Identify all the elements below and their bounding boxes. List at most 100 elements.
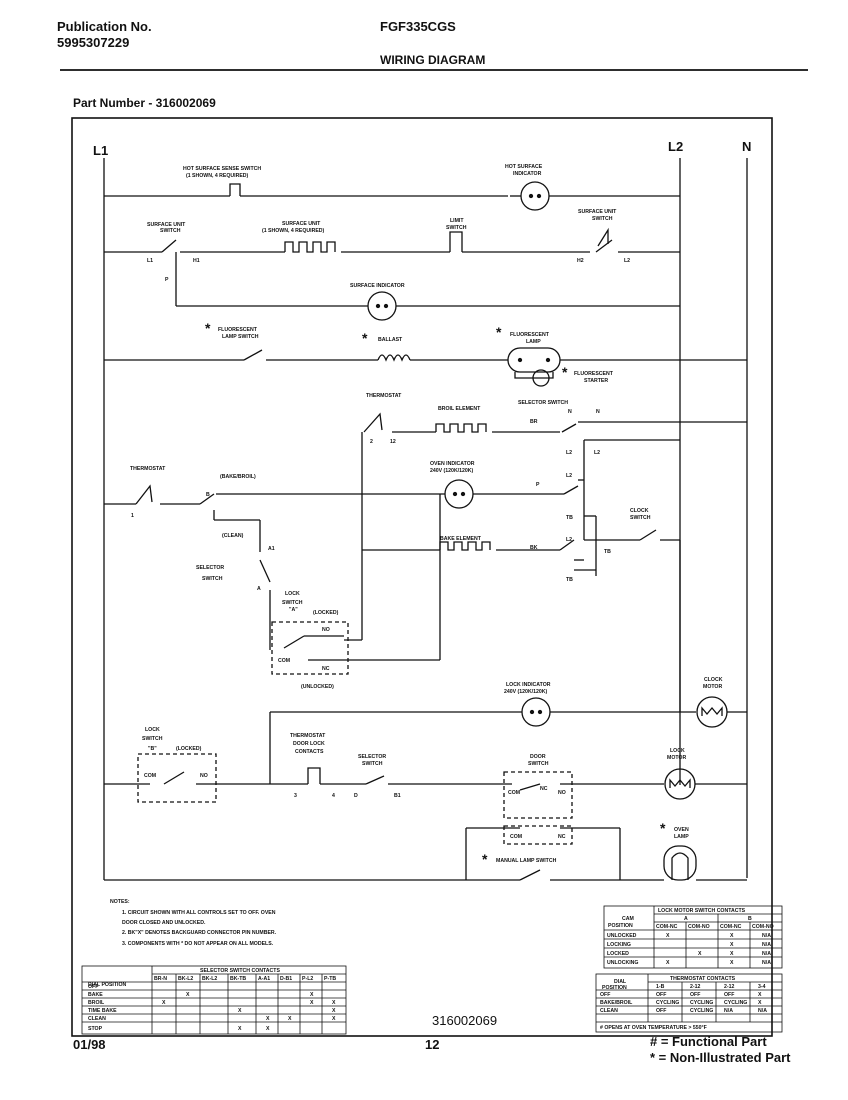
thermo-table-col-header: 3-4 xyxy=(758,984,766,990)
terminal-com-a: COM xyxy=(278,658,290,664)
lamp-dot xyxy=(452,491,458,497)
model-number: FGF335CGS xyxy=(380,19,456,34)
lock-switch-a-blade xyxy=(283,635,305,649)
selector-table xyxy=(81,965,347,1035)
selector-contact xyxy=(561,423,577,433)
oven-lamp-label: OVEN xyxy=(674,827,689,833)
fluorescent-starter-sublabel: STARTER xyxy=(584,378,608,384)
lamp-dot xyxy=(545,357,551,363)
clock-switch-label: CLOCK xyxy=(630,508,649,514)
diagram-frame xyxy=(71,117,773,1037)
lamp-dot xyxy=(383,303,389,309)
thermo-table-footnote: # OPENS AT OVEN TEMPERATURE > 550°F xyxy=(600,1025,707,1031)
star-marker: * xyxy=(496,324,502,340)
surface-unit-label: SURFACE UNIT xyxy=(282,221,321,227)
lamp-dot xyxy=(536,193,542,199)
ballast-label: BALLAST xyxy=(378,337,403,343)
star-marker: * xyxy=(482,851,488,867)
lock-table-row-label: UNLOCKED xyxy=(607,933,637,939)
clock-motor-label: CLOCK xyxy=(704,677,723,683)
lock-table-cell: X xyxy=(730,960,734,966)
thermo-table-row-label: BAKE/BROIL xyxy=(600,1000,633,1006)
terminal-d: D xyxy=(354,793,358,799)
thermo-door-sublabel2: CONTACTS xyxy=(295,749,324,755)
thermostat-top-symbol xyxy=(363,412,383,433)
manual-lamp-switch-blade xyxy=(519,869,541,881)
unlocked-a-label: (UNLOCKED) xyxy=(301,684,334,690)
lock-table-cell: X xyxy=(666,960,670,966)
l2-tag: L2 xyxy=(624,258,630,264)
lock-table-row-label: LOCKED xyxy=(607,951,629,957)
selector-contact xyxy=(559,539,575,551)
terminal-no-d: NO xyxy=(558,790,566,796)
selector-table-cell: X xyxy=(310,1000,314,1006)
lock-switch-a-sublabel2: "A" xyxy=(289,607,298,613)
star-marker: * xyxy=(362,330,368,346)
terminal-a: A xyxy=(257,586,261,592)
selector-table-row-label: TIME BAKE xyxy=(88,1008,117,1014)
lock-table-cell: N/A xyxy=(762,933,771,939)
selector-table-col-header: BK-TB xyxy=(230,976,246,982)
fluorescent-switch-blade xyxy=(243,349,263,361)
selector-table-cell: X xyxy=(238,1008,242,1014)
terminal-b1: B1 xyxy=(394,793,401,799)
selector-table-cell: X xyxy=(266,1026,270,1032)
thermo-table-row-label: CLEAN xyxy=(600,1008,618,1014)
hot-surface-switch-label: HOT SURFACE SENSE SWITCH xyxy=(183,166,261,172)
oven-lamp xyxy=(663,845,697,881)
door-switch-lower-box xyxy=(503,825,573,845)
terminal-com-b: COM xyxy=(144,773,156,779)
terminal-1: 1 xyxy=(131,513,134,519)
door-switch-box xyxy=(503,771,573,819)
selector-table-cell: X xyxy=(238,1026,242,1032)
note-line-3: 2. BK"X" DENOTES BACKGUARD CONNECTOR PIN… xyxy=(122,930,277,936)
thermo-table-cell: OFF xyxy=(690,992,700,998)
lock-table-cell: X xyxy=(730,942,734,948)
thermo-table-cell: OFF xyxy=(656,1008,666,1014)
lamp-dot xyxy=(517,357,523,363)
star-marker: * xyxy=(562,364,568,380)
thermo-table xyxy=(595,973,783,1033)
lock-indicator-label: LOCK INDICATOR xyxy=(506,682,551,688)
oven-lamp-filament xyxy=(671,852,689,880)
oven-indicator-label: OVEN INDICATOR xyxy=(430,461,475,467)
surface-indicator-lamp xyxy=(367,291,397,321)
starter-wire xyxy=(514,372,554,379)
surface-unit-switch-right-sublabel: SWITCH xyxy=(592,216,613,222)
lock-table-col-header: COM-NO xyxy=(752,924,774,930)
legend-nonillustrated: * = Non-Illustrated Part xyxy=(650,1050,791,1065)
selector-table-cell: X xyxy=(162,1000,166,1006)
selector-switch-top-label: SELECTOR SWITCH xyxy=(518,400,568,406)
terminal-p: P xyxy=(536,482,540,488)
fluorescent-lamp-tube xyxy=(507,347,561,373)
l1-tag: L1 xyxy=(147,258,153,264)
hot-surface-indicator-lamp xyxy=(520,181,550,211)
star-marker: * xyxy=(205,320,211,336)
selector-switch-left-sublabel: SWITCH xyxy=(202,576,223,582)
thermostat-left-label: THERMOSTAT xyxy=(130,466,166,472)
motor-m-symbol xyxy=(701,706,723,716)
lock-table-group-b: B xyxy=(748,916,752,922)
terminal-4: 4 xyxy=(332,793,335,799)
bake-broil-contact xyxy=(199,493,215,505)
selector-table-cell: X xyxy=(310,992,314,998)
locked-b-label: (LOCKED) xyxy=(176,746,202,752)
legend-functional: # = Functional Part xyxy=(650,1034,767,1049)
terminal-no-b: NO xyxy=(200,773,208,779)
surface-unit-switch-r-arrow xyxy=(597,227,609,247)
selector-table-col-header: A-A1 xyxy=(258,976,270,982)
selector-table-row-label: BAKE xyxy=(88,992,103,998)
lock-table xyxy=(603,905,783,969)
selector-switch-bot-sublabel: SWITCH xyxy=(362,761,383,767)
oven-indicator-sublabel: 240V (120K/120K) xyxy=(430,468,474,474)
selector-table-row-label: OFF xyxy=(88,984,98,990)
broil-element-label: BROIL ELEMENT xyxy=(438,406,481,412)
thermo-door-label: THERMOSTAT xyxy=(290,733,326,739)
surface-unit-switch-left-sublabel: SWITCH xyxy=(160,228,181,234)
thermo-table-cell: CYCLING xyxy=(690,1008,713,1014)
clock-switch-blade xyxy=(639,529,657,541)
locked-a-label: (LOCKED) xyxy=(313,610,339,616)
